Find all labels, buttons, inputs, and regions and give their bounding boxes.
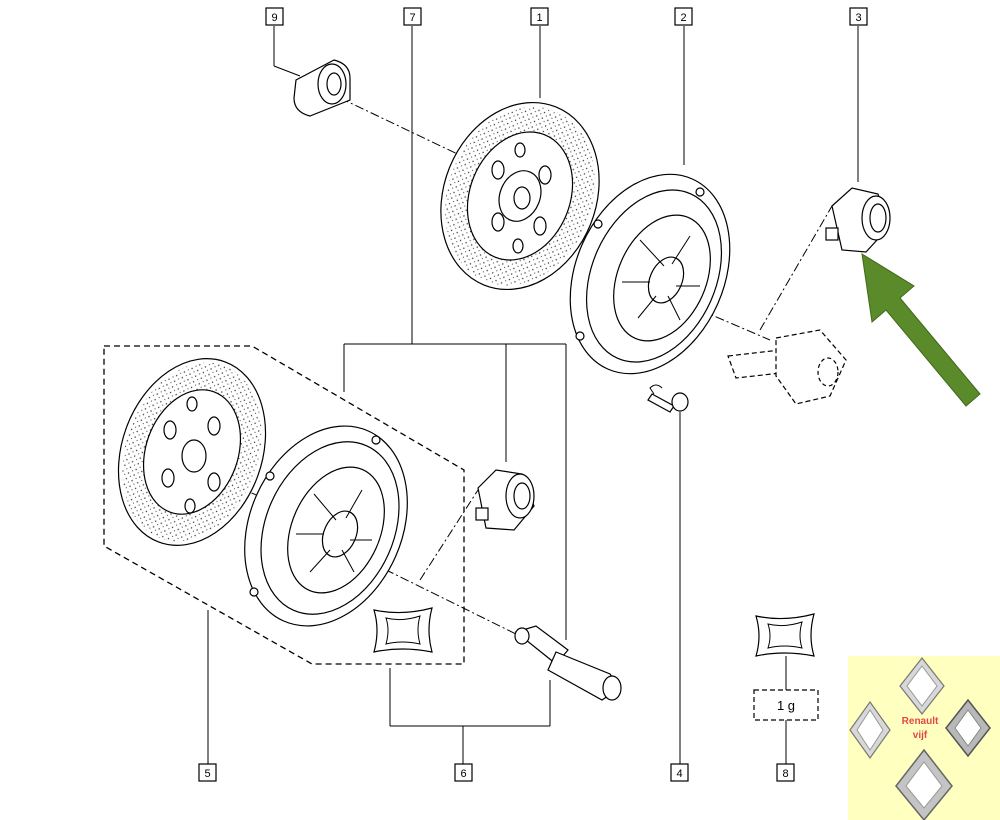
svg-text:5: 5 (204, 768, 210, 780)
release-bearing-top (825, 187, 891, 253)
svg-text:6: 6 (460, 768, 466, 780)
highlight-arrow (861, 253, 981, 407)
renault-diamond-icon (849, 700, 891, 760)
clutch-disc-bottom (117, 358, 267, 546)
pilot-bearing (293, 59, 351, 117)
svg-text:2: 2 (680, 12, 686, 24)
svg-text:1: 1 (536, 12, 542, 24)
callout-7: 7 (403, 7, 422, 26)
callout-5: 5 (198, 763, 217, 782)
callout-1: 1 (530, 7, 549, 26)
callout-9: 9 (265, 7, 284, 26)
grease-tube (755, 613, 815, 657)
renault-diamond-icon (895, 748, 953, 820)
grease-quantity-box: 1 g (753, 689, 819, 721)
callout-3: 3 (849, 7, 868, 26)
bolt (647, 384, 689, 413)
pressure-plate-top (569, 173, 731, 375)
svg-text:Renault: Renault (902, 716, 939, 727)
callout-8: 8 (776, 763, 795, 782)
grease-tube-kit (373, 607, 433, 653)
renault-diamond-icon (945, 698, 991, 758)
clutch-disc-top (440, 101, 600, 291)
svg-text:3: 3 (855, 12, 861, 24)
callout-6: 6 (454, 763, 473, 782)
leader-lines (207, 26, 859, 764)
pressure-plate-bottom (244, 425, 408, 627)
renault-diamond-icon (899, 657, 945, 715)
grease-quantity-label: 1 g (777, 698, 795, 713)
svg-text:9: 9 (271, 12, 277, 24)
svg-text:4: 4 (676, 768, 682, 780)
callout-2: 2 (674, 7, 693, 26)
callout-4: 4 (670, 763, 689, 782)
svg-text:7: 7 (409, 12, 415, 24)
svg-text:8: 8 (782, 768, 788, 780)
watermark-logo: Renault vijf (848, 656, 1000, 820)
release-bearing-kit (475, 469, 535, 531)
centering-tool (514, 625, 622, 701)
svg-text:vijf: vijf (913, 730, 928, 741)
release-fork (727, 329, 847, 405)
